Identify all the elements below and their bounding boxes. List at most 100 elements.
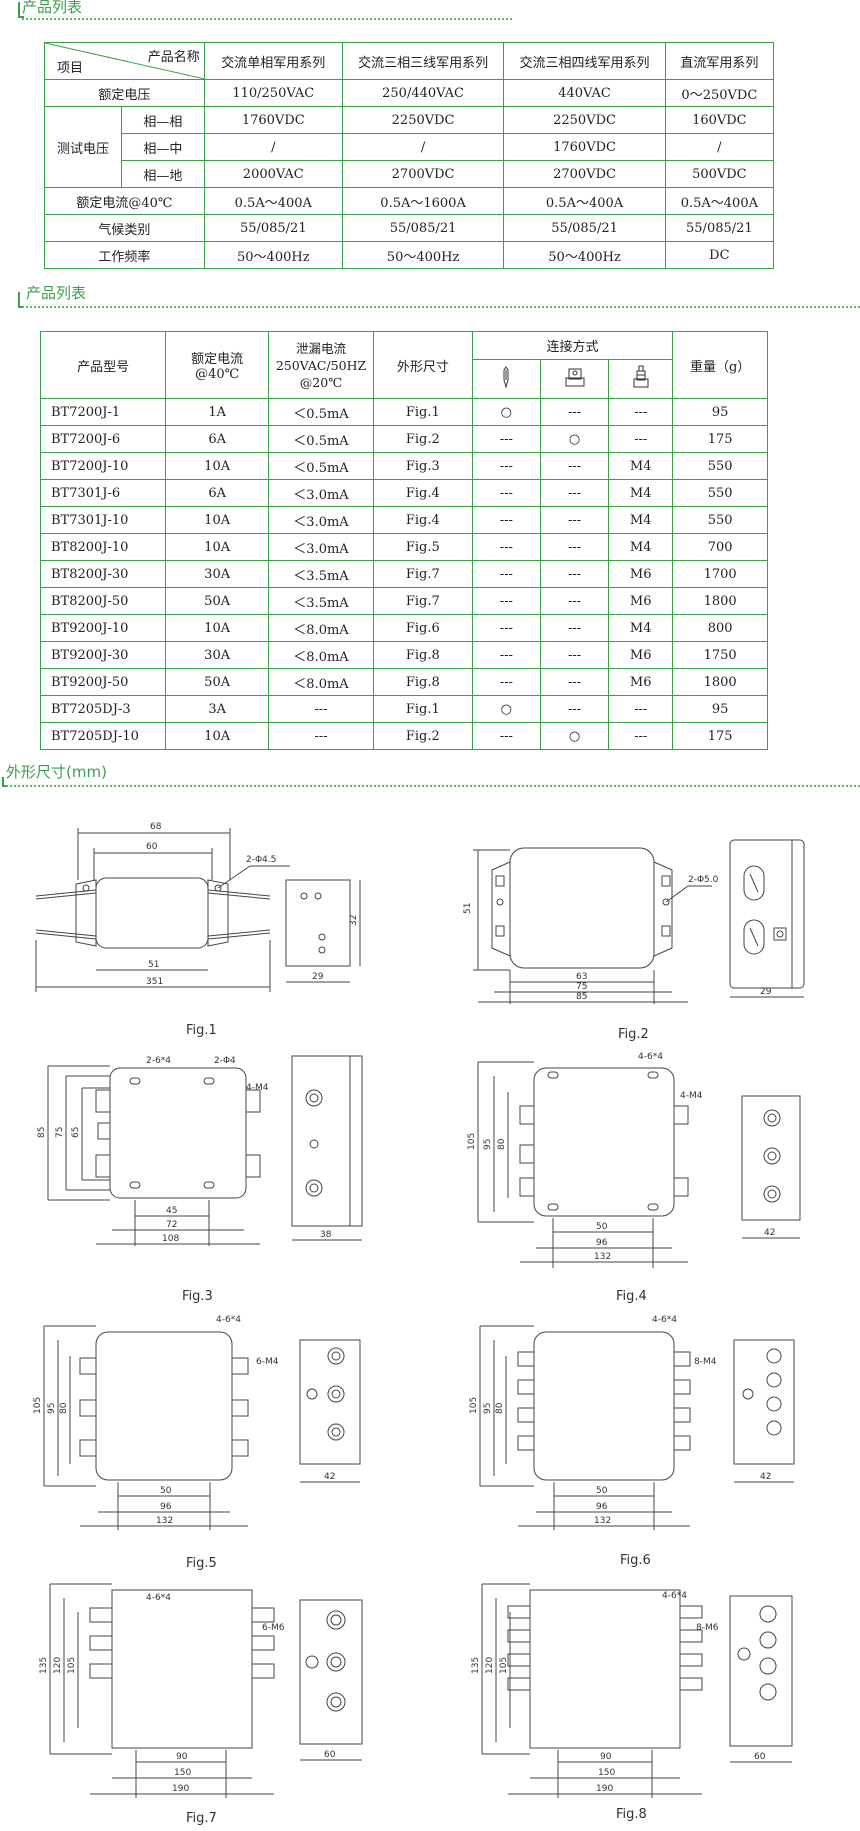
table-cell: 175 [672,722,768,750]
table-cell: M4 [608,533,674,561]
table-cell: --- [539,452,610,480]
col-header: 连接方式 [471,330,674,361]
section-title: 产品列表 [26,284,87,302]
fig8-drawing [481,1583,793,1798]
dim-label: 135 [39,1657,49,1674]
section-header-2: 产品列表 [0,284,860,308]
fig5-drawing [43,1325,361,1530]
table-cell: M4 [608,506,674,534]
figure-caption: Fig.3 [182,1289,213,1304]
dim-label: 42 [764,1228,775,1238]
dim-label: 105 [499,1657,509,1674]
model-cell: BT8200J-30 [39,560,167,588]
table-cell: --- [608,722,674,750]
table-cell: 1750 [672,641,768,669]
dim-label: 351 [146,977,163,987]
dim-label: 50 [596,1222,608,1232]
dim-label: 75 [55,1127,65,1138]
dim-label: 4-M4 [246,1083,269,1093]
table-cell: ＜0.5mA [268,452,374,480]
figure-caption: Fig.2 [618,1027,649,1042]
table-cell: 1800 [672,668,768,696]
dim-label: 60 [324,1750,336,1760]
table-cell: --- [471,425,541,453]
dim-label: 132 [156,1516,173,1526]
table-cell: 800 [672,614,768,642]
table-cell: Fig.1 [372,695,473,723]
section-header-1: 产品列表 [0,0,860,24]
table-cell: 175 [672,425,768,453]
table-cell: 700 [672,533,768,561]
dim-label: 80 [495,1402,505,1414]
model-cell: BT9200J-50 [39,668,167,696]
dim-label: 4-6*4 [662,1591,687,1601]
dim-label: 4-6*4 [638,1052,663,1062]
dim-label: 85 [37,1127,47,1138]
col-header: 直流军用系列 [664,42,775,80]
dim-label: 96 [596,1238,608,1248]
dim-label: 95 [483,1139,493,1150]
pin-terminal-icon [471,359,541,399]
table-cell: --- [608,398,674,426]
spec-table: 产品名称 项目 交流单相军用系列 交流三相三线军用系列 交流三相四线军用系列 直… [44,42,775,269]
dim-label: 132 [594,1252,611,1262]
figure-caption: Fig.7 [186,1811,217,1826]
dim-label: 8-M6 [696,1623,719,1633]
dim-label: 96 [596,1502,608,1512]
model-cell: BT8200J-50 [39,587,167,615]
table-cell: --- [268,695,374,723]
table-cell: Fig.1 [372,398,473,426]
model-cell: BT7301J-6 [39,479,167,507]
table-cell: --- [471,668,541,696]
table-cell: ＜3.5mA [268,560,374,588]
table-cell: 550 [672,452,768,480]
dim-label: 105 [67,1657,77,1674]
dim-label: 95 [47,1403,57,1414]
table-cell: Fig.8 [372,668,473,696]
table-cell: M6 [608,641,674,669]
dim-label: 120 [53,1657,63,1674]
col-header: 重量（g） [672,331,768,399]
row-label: 工作频率 [44,241,205,269]
table-cell: ＜3.0mA [268,479,374,507]
table-cell: M4 [608,479,674,507]
table-cell: --- [471,641,541,669]
col-header: 交流三相三线军用系列 [341,42,505,80]
table-cell: --- [471,722,541,750]
dim-label: 50 [160,1486,172,1496]
dim-label: 108 [162,1234,179,1244]
model-cell: BT8200J-10 [39,533,167,561]
section-title: 产品列表 [22,0,83,16]
table-cell: --- [539,695,610,723]
table-cell: 10A [165,614,270,642]
fig6-drawing [479,1325,795,1530]
table-cell: --- [471,614,541,642]
table-cell: M4 [608,614,674,642]
test-voltage-group: 测试电压 相—相 相—中 相—地 [44,106,205,188]
dim-label: 95 [483,1403,493,1414]
table-cell: Fig.6 [372,614,473,642]
dim-label: 2-Φ5.0 [688,875,719,885]
dim-label: 4-6*4 [216,1315,241,1325]
table-cell: 10A [165,452,270,480]
table-cell: Fig.2 [372,722,473,750]
model-cell: BT7205DJ-3 [39,695,167,723]
table-cell: 3A [165,695,270,723]
table-cell: ＜3.0mA [268,506,374,534]
fig4-drawing [477,1061,801,1268]
table-cell: 1800 [672,587,768,615]
dim-label: 90 [176,1752,188,1762]
dim-label: 50 [596,1486,608,1496]
dim-label: 6-M4 [256,1357,279,1367]
dim-label: 60 [146,842,158,852]
model-cell: BT9200J-10 [39,614,167,642]
model-cell: BT7301J-10 [39,506,167,534]
table-cell: --- [471,560,541,588]
